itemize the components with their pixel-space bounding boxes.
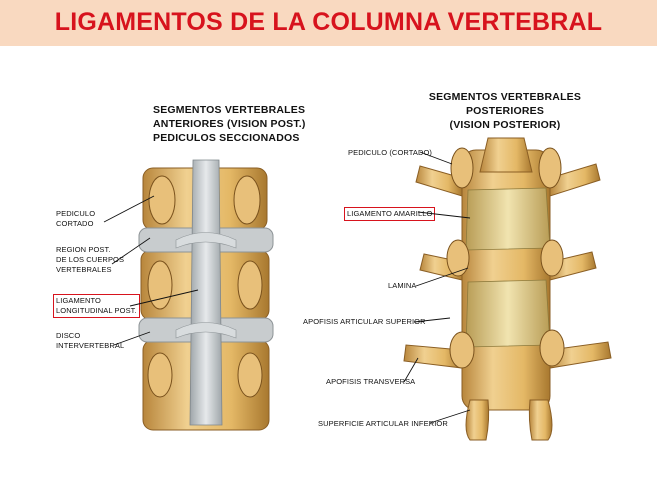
leader-line-pediculo-right bbox=[419, 151, 453, 165]
label-apofisis-articular-superior: APOFISIS ARTICULAR SUPERIOR bbox=[303, 317, 426, 326]
leader-line-disco bbox=[113, 331, 151, 346]
left-vertebral-column bbox=[138, 159, 274, 431]
leader-line-ligamento bbox=[129, 289, 199, 307]
leader-line-amarillo bbox=[417, 211, 471, 219]
label-region-line-3: VERTEBRALES bbox=[56, 265, 112, 274]
label-disco-line-1: DISCO bbox=[56, 331, 81, 340]
label-region-line-2: DE LOS CUERPOS bbox=[56, 255, 125, 264]
leader-line-apofisis-sup bbox=[413, 317, 451, 323]
right-heading-line-1: SEGMENTOS VERTEBRALES POSTERIORES bbox=[428, 91, 582, 117]
title-banner bbox=[0, 0, 657, 46]
leader-line-pediculo bbox=[103, 195, 155, 223]
label-ligamento-line-2: LONGITUDINAL POST. bbox=[56, 306, 137, 315]
label-pediculo-line-2: CORTADO bbox=[56, 219, 94, 228]
left-heading-line-3: PEDICULOS SECCIONADOS bbox=[153, 132, 300, 144]
right-heading-line-2: (VISION POSTERIOR) bbox=[449, 119, 561, 131]
leader-line-region bbox=[111, 237, 151, 265]
label-pediculo-line-1: PEDICULO bbox=[56, 209, 96, 218]
label-lamina: LAMINA bbox=[388, 281, 417, 290]
label-region-line-1: REGION POST. bbox=[56, 245, 111, 254]
right-figure-heading: SEGMENTOS VERTEBRALES POSTERIORES (VISIO… bbox=[398, 90, 612, 132]
label-region-post: REGION POST. DE LOS CUERPOS VERTEBRALES bbox=[56, 245, 124, 275]
left-figure-heading: SEGMENTOS VERTEBRALES ANTERIORES (VISION… bbox=[153, 103, 306, 145]
label-disco-intervertebral: DISCO INTERVERTEBRAL bbox=[56, 331, 124, 351]
label-ligamento-longitudinal: LIGAMENTO LONGITUDINAL POST. bbox=[53, 294, 140, 318]
page-title: LIGAMENTOS DE LA COLUMNA VERTEBRAL bbox=[54, 8, 603, 36]
left-heading-line-1: SEGMENTOS VERTEBRALES bbox=[153, 104, 306, 116]
leader-line-superficie bbox=[429, 409, 471, 424]
leader-line-apofisis-trans bbox=[403, 357, 419, 383]
label-ligamento-line-1: LIGAMENTO bbox=[56, 296, 101, 305]
leader-line-lamina bbox=[415, 267, 469, 287]
label-apofisis-transversa: APOFISIS TRANSVERSA bbox=[326, 377, 416, 386]
right-vertebral-column bbox=[403, 137, 612, 441]
left-heading-line-2: ANTERIORES (VISION POST.) bbox=[153, 118, 306, 130]
label-pediculo-cortado-right: PEDICULO (CORTADO) bbox=[348, 148, 433, 157]
label-pediculo-cortado: PEDICULO CORTADO bbox=[56, 209, 95, 229]
label-superficie-articular-inferior: SUPERFICIE ARTICULAR INFERIOR bbox=[318, 419, 448, 428]
label-disco-line-2: INTERVERTEBRAL bbox=[56, 341, 125, 350]
